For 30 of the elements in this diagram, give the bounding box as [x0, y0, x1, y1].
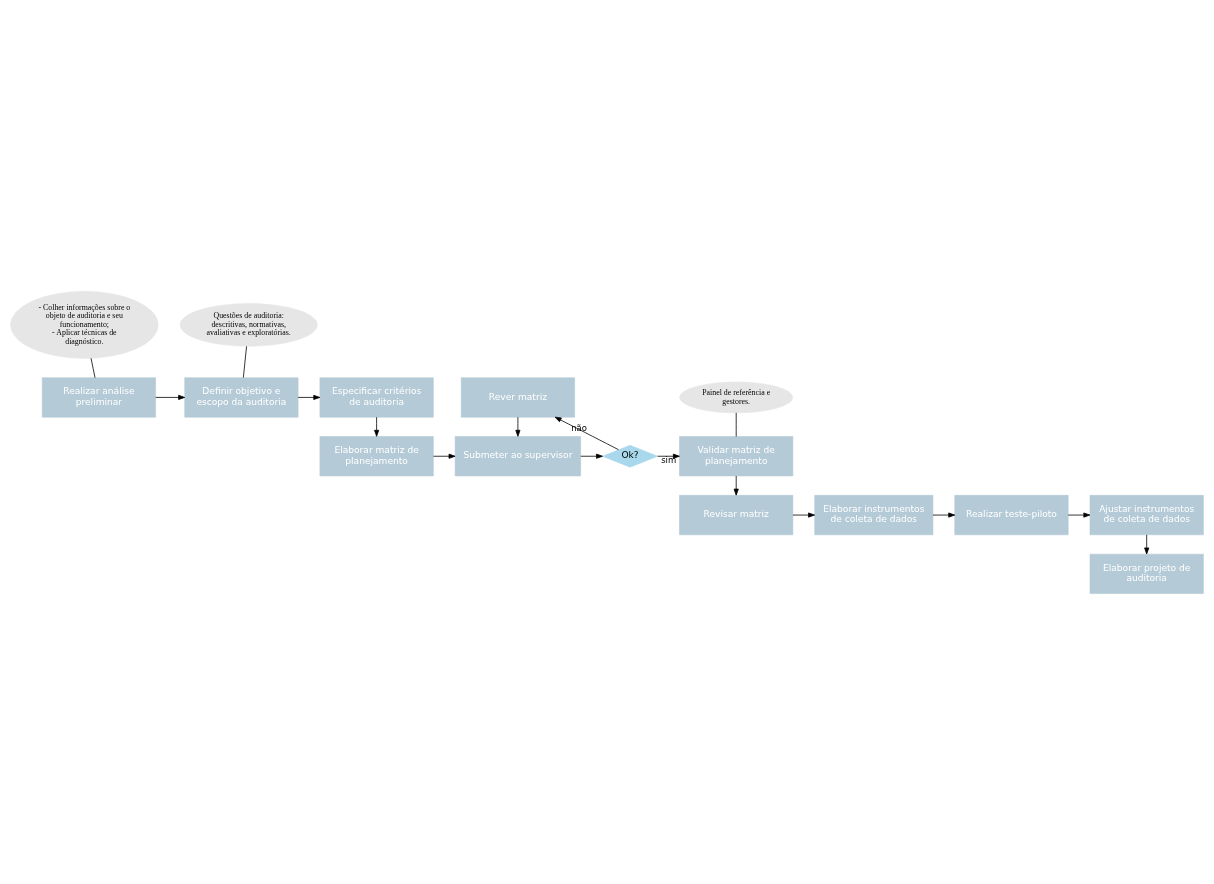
connector — [242, 345, 247, 378]
node-box: Submeter ao supervisor — [454, 435, 581, 476]
arrow — [433, 453, 456, 459]
arrow — [515, 416, 521, 437]
node-box: Validar matriz de planejamento — [679, 435, 794, 476]
node-box: Definir objetivo e escopo da auditoria — [184, 376, 299, 417]
node-box: Elaborar projeto de auditoria — [1089, 553, 1204, 594]
node-box: Realizar teste-piloto — [954, 494, 1069, 535]
edge-label: sim — [661, 454, 677, 465]
node-box: Elaborar instrumentos de coleta de dados — [814, 494, 934, 535]
arrow — [657, 453, 680, 459]
arrow — [1144, 533, 1150, 554]
node-box: Rever matriz — [460, 376, 575, 417]
arrow — [792, 512, 815, 518]
node-box: Ajustar instrumentos de coleta de dados — [1089, 494, 1204, 535]
arrow — [932, 512, 956, 518]
arrow — [580, 453, 603, 459]
node-diamond: Ok? — [602, 444, 658, 467]
arrow — [554, 416, 619, 450]
arrow — [1067, 512, 1091, 518]
node-box: Realizar análise preliminar — [41, 376, 156, 417]
edge-label: não — [571, 422, 587, 433]
arrow — [374, 416, 380, 437]
node-box: Revisar matriz — [679, 494, 794, 535]
node-box: Especificar critérios de auditoria — [319, 376, 434, 417]
arrow — [297, 394, 321, 400]
arrow — [733, 475, 739, 496]
node-box: Elaborar matriz de planejamento — [319, 435, 434, 476]
connector — [90, 357, 96, 378]
arrow — [155, 394, 186, 400]
